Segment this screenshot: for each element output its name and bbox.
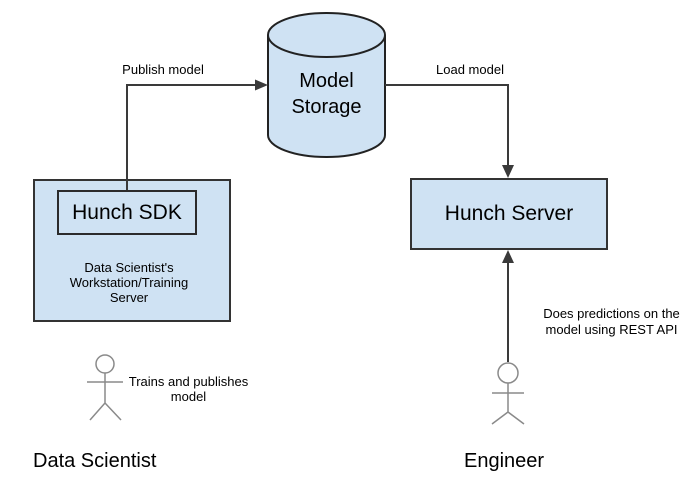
data-scientist-note: Trains and publishes model — [128, 374, 249, 404]
figure-body — [491, 383, 525, 425]
hunch-sdk-node: Hunch SDK — [57, 190, 197, 235]
hunch-server-node: Hunch Server — [410, 178, 608, 250]
workstation-label: Data Scientist's Workstation/Training Se… — [69, 260, 189, 305]
engineer-name: Engineer — [464, 450, 545, 472]
load-arrowhead-icon — [502, 165, 514, 178]
publish-arrowhead-icon — [255, 79, 268, 91]
engineer-note: Does predictions on the model using REST… — [543, 306, 680, 337]
load-arrow-line — [385, 84, 509, 166]
data-scientist-name: Data Scientist — [33, 450, 157, 472]
cylinder-top-rim — [267, 34, 386, 58]
figure-head — [497, 362, 519, 384]
workstation-node: Hunch SDK Data Scientist's Workstation/T… — [33, 179, 231, 322]
cylinder-body — [267, 12, 386, 158]
publish-arrow-line — [126, 84, 255, 190]
hunch-server-label: Hunch Server — [444, 202, 574, 225]
predict-arrowhead-icon — [502, 250, 514, 263]
publish-arrow — [126, 79, 268, 190]
hunch-sdk-label: Hunch SDK — [72, 200, 182, 224]
load-arrow — [385, 84, 514, 178]
figure-head — [95, 354, 115, 374]
load-model-label: Load model — [436, 62, 504, 77]
engineer-figure-icon — [491, 362, 525, 425]
model-storage-node — [267, 12, 386, 158]
publish-model-label: Publish model — [122, 62, 204, 77]
figure-body — [87, 373, 123, 421]
predict-arrow — [502, 250, 514, 362]
model-storage-label: Model Storage — [291, 70, 362, 118]
data-scientist-figure-icon — [87, 354, 123, 421]
